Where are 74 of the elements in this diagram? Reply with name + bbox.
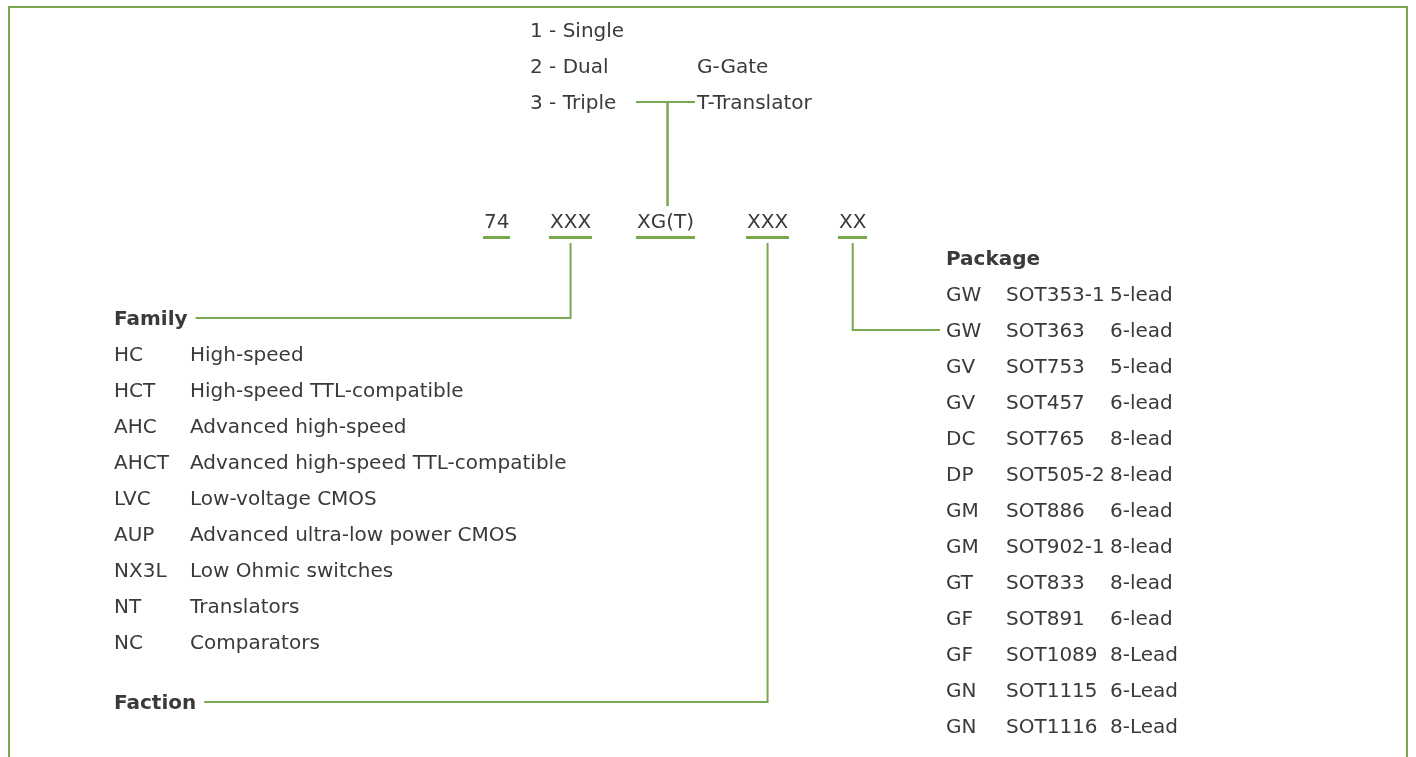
code-segment: XX bbox=[838, 206, 868, 239]
package-code: GT bbox=[946, 569, 974, 596]
package-code: GF bbox=[946, 605, 974, 632]
package-outline: SOT505-2 bbox=[1006, 461, 1106, 488]
family-description: Comparators bbox=[190, 629, 321, 656]
code-segment: XG(T) bbox=[636, 206, 696, 239]
option-text: G-Gate bbox=[697, 53, 770, 80]
package-code: GV bbox=[946, 389, 977, 416]
package-code: GF bbox=[946, 641, 974, 668]
leader-line bbox=[851, 242, 941, 331]
option-text: 1 - Single bbox=[530, 17, 626, 44]
package-outline: SOT886 bbox=[1006, 497, 1086, 524]
family-description: High-speed TTL-compatible bbox=[190, 377, 465, 404]
family-description: Advanced ultra-low power CMOS bbox=[190, 521, 519, 548]
lead-count: 6-lead bbox=[1110, 605, 1174, 632]
family-code: NC bbox=[114, 629, 144, 656]
lead-count: 6-lead bbox=[1110, 497, 1174, 524]
package-outline: SOT1089 bbox=[1006, 641, 1099, 668]
package-outline: SOT1115 bbox=[1006, 677, 1099, 704]
lead-count: 8-lead bbox=[1110, 569, 1174, 596]
family-code: NT bbox=[114, 593, 143, 620]
package-code: GN bbox=[946, 713, 978, 740]
leader-line bbox=[666, 101, 696, 207]
package-code: GM bbox=[946, 533, 980, 560]
family-description: Low Ohmic switches bbox=[190, 557, 395, 584]
package-outline: SOT891 bbox=[1006, 605, 1086, 632]
package-outline: SOT765 bbox=[1006, 425, 1086, 452]
lead-count: 8-lead bbox=[1110, 533, 1174, 560]
package-code: DC bbox=[946, 425, 977, 452]
family-description: Low-voltage CMOS bbox=[190, 485, 378, 512]
package-outline: SOT902-1 bbox=[1006, 533, 1106, 560]
family-description: High-speed bbox=[190, 341, 305, 368]
lead-count: 5-lead bbox=[1110, 281, 1174, 308]
package-code: GN bbox=[946, 677, 978, 704]
family-code: AUP bbox=[114, 521, 156, 548]
package-code: GV bbox=[946, 353, 977, 380]
lead-count: 6-lead bbox=[1110, 389, 1174, 416]
package-outline: SOT1116 bbox=[1006, 713, 1099, 740]
package-outline: SOT833 bbox=[1006, 569, 1086, 596]
package-outline: SOT753 bbox=[1006, 353, 1086, 380]
family-code: AHCT bbox=[114, 449, 170, 476]
code-segment: XXX bbox=[746, 206, 790, 239]
package-code: GM bbox=[946, 497, 980, 524]
code-segment: XXX bbox=[549, 206, 593, 239]
lead-count: 6-Lead bbox=[1110, 677, 1178, 704]
family-description: Advanced high-speed TTL-compatible bbox=[190, 449, 567, 476]
family-description: Advanced high-speed bbox=[190, 413, 408, 440]
leader-line bbox=[194, 242, 572, 319]
leader-line bbox=[203, 242, 769, 703]
lead-count: 6-lead bbox=[1110, 317, 1174, 344]
lead-count: 8-lead bbox=[1110, 461, 1174, 488]
family-code: AHC bbox=[114, 413, 158, 440]
package-code: DP bbox=[946, 461, 975, 488]
option-text: 3 - Triple bbox=[530, 89, 618, 116]
package-outline: SOT363 bbox=[1006, 317, 1086, 344]
family-description: Translators bbox=[190, 593, 301, 620]
option-text: T-Translator bbox=[697, 89, 812, 116]
heading: Family bbox=[114, 305, 188, 332]
package-code: GW bbox=[946, 317, 983, 344]
family-code: HC bbox=[114, 341, 144, 368]
family-code: NX3L bbox=[114, 557, 168, 584]
heading: Package bbox=[946, 245, 1042, 272]
package-outline: SOT353-1 bbox=[1006, 281, 1106, 308]
lead-count: 8-Lead bbox=[1110, 713, 1178, 740]
lead-count: 5-lead bbox=[1110, 353, 1174, 380]
family-code: HCT bbox=[114, 377, 157, 404]
family-code: LVC bbox=[114, 485, 152, 512]
package-code: GW bbox=[946, 281, 983, 308]
heading: Faction bbox=[114, 689, 197, 716]
lead-count: 8-lead bbox=[1110, 425, 1174, 452]
code-segment: 74 bbox=[483, 206, 511, 239]
option-text: 2 - Dual bbox=[530, 53, 610, 80]
package-outline: SOT457 bbox=[1006, 389, 1086, 416]
lead-count: 8-Lead bbox=[1110, 641, 1178, 668]
